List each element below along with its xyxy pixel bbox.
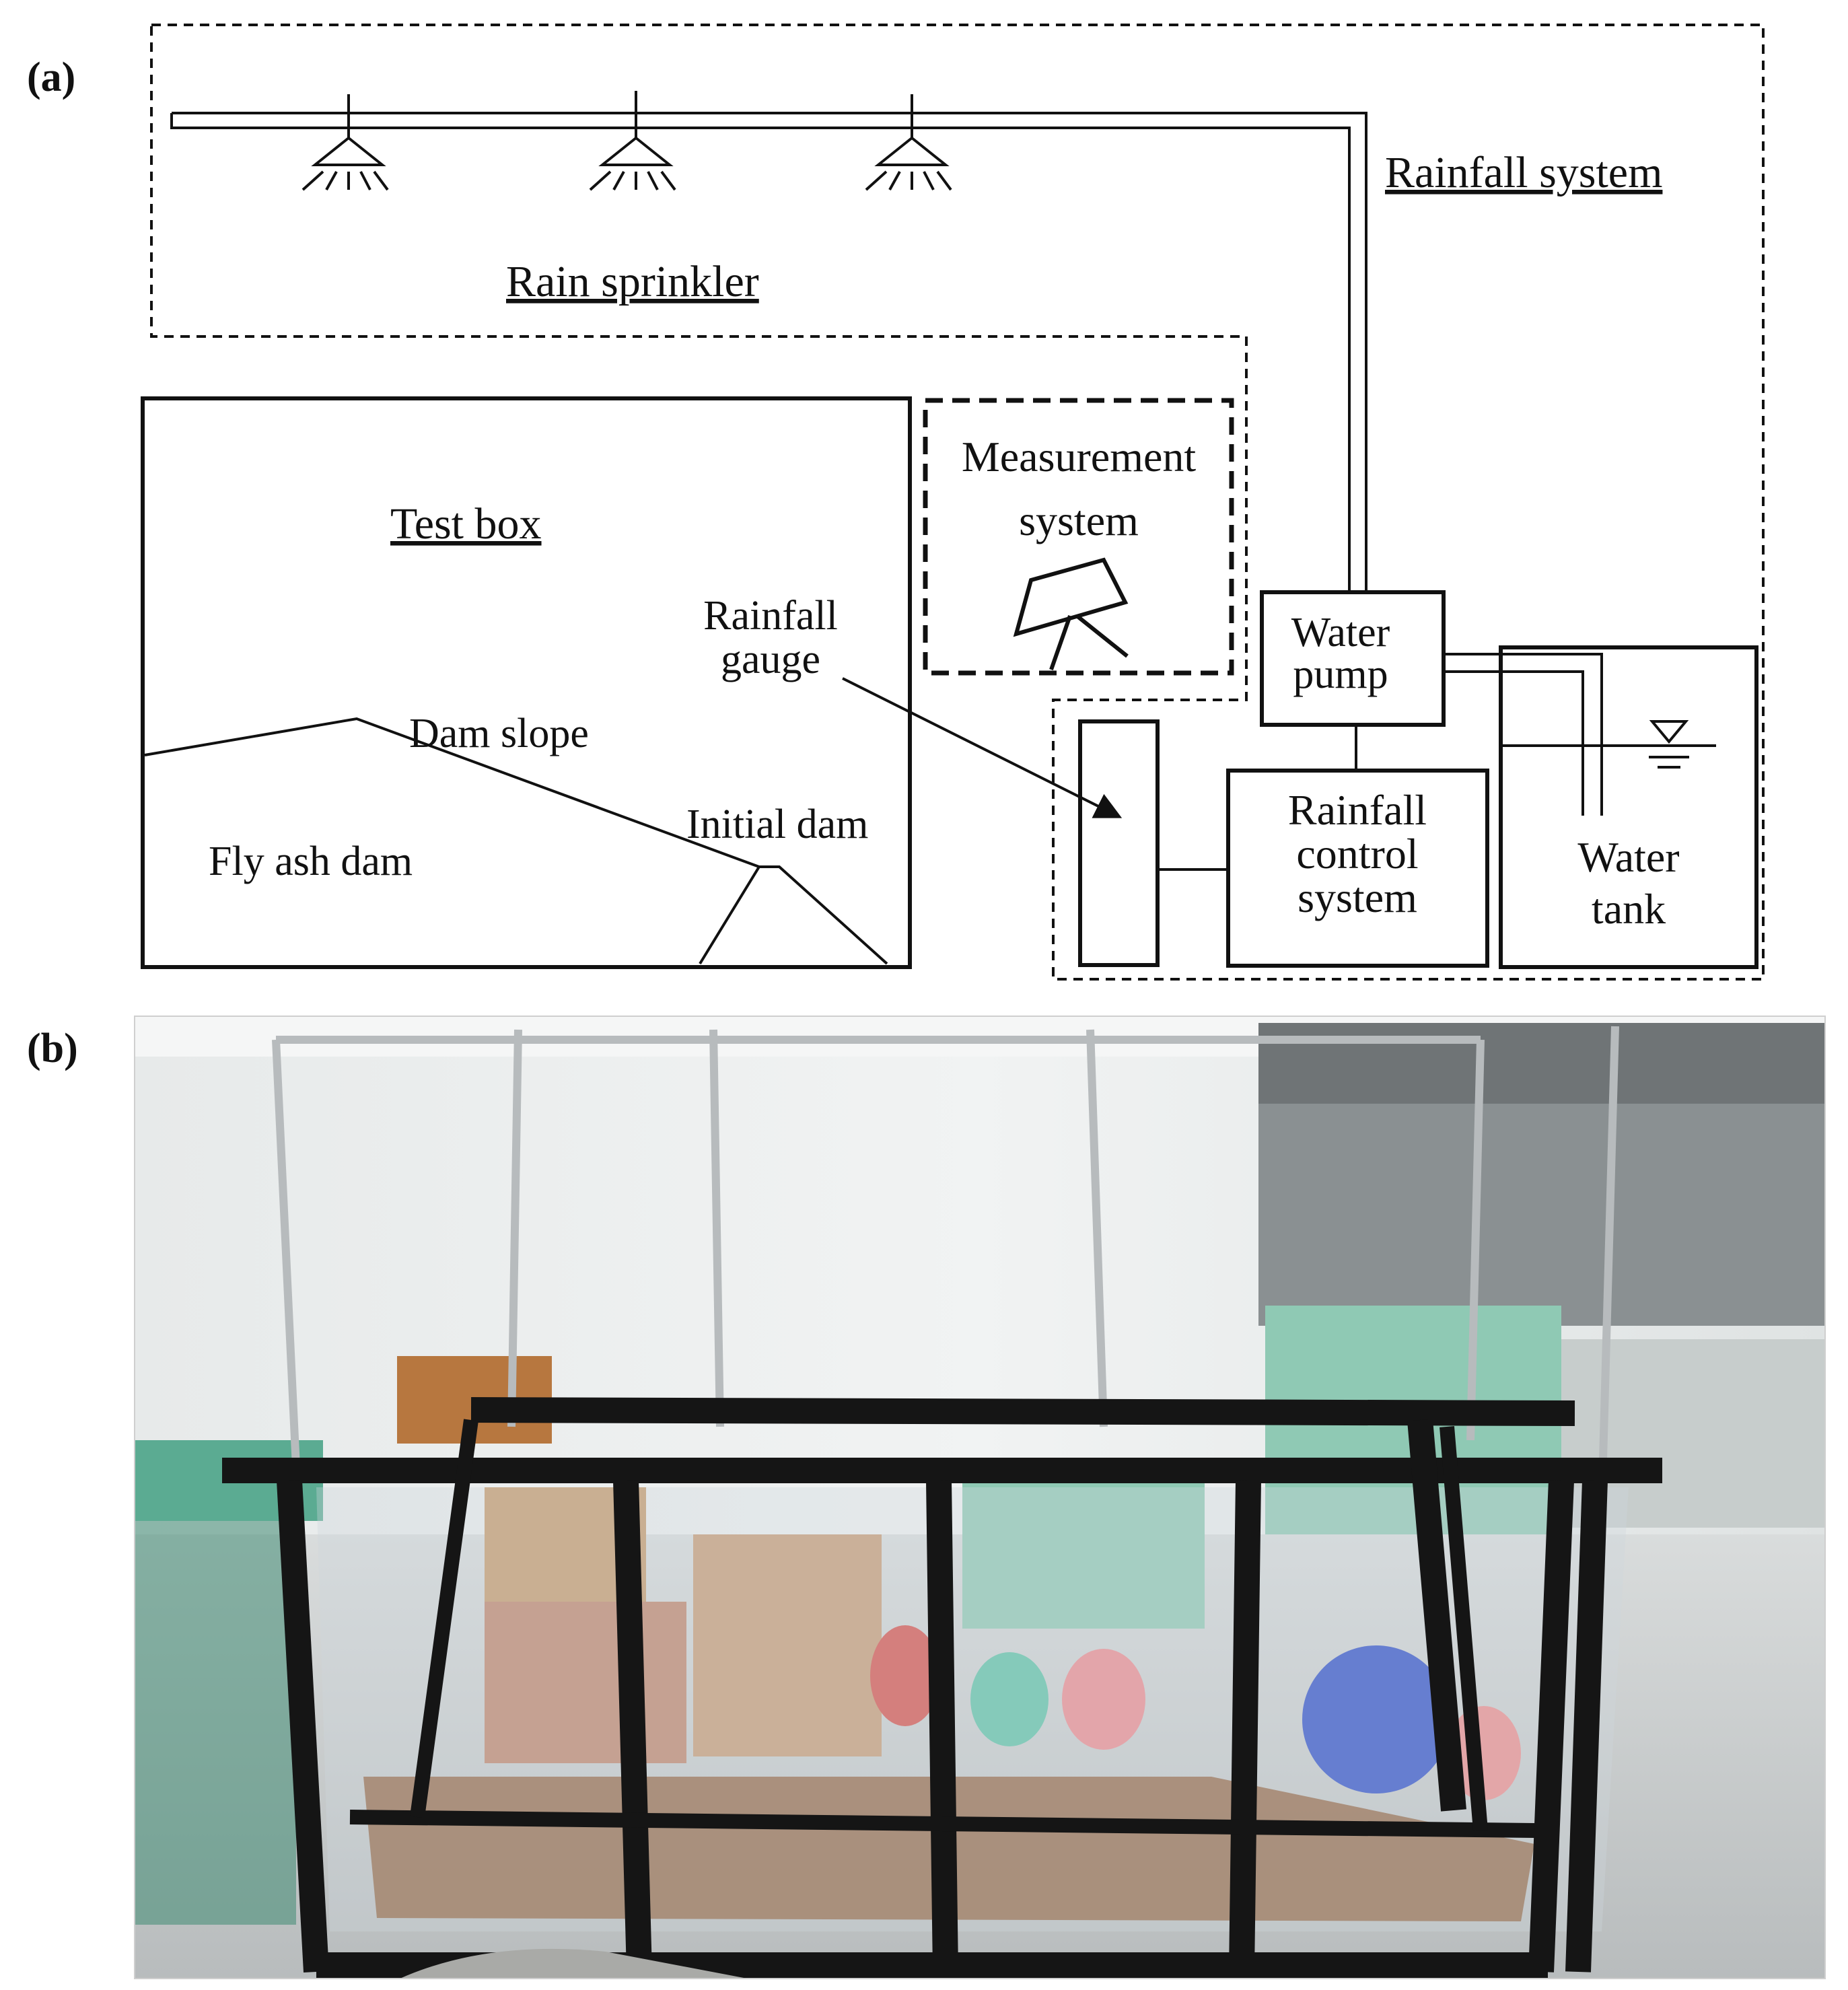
rainfall-system-boundary <box>150 24 1765 981</box>
measurement-label-1: Measurement <box>962 433 1197 481</box>
initial-dam-shape <box>699 865 888 965</box>
panel-b: (b) <box>27 1016 1826 1979</box>
rainfall-gauge-arrow <box>842 677 1123 818</box>
dam-slope-label: Dam slope <box>409 711 589 756</box>
sprinkler-head-3 <box>865 94 952 191</box>
rainfall-gauge-box <box>1078 719 1160 967</box>
water-pump-label-2: pump <box>1293 651 1388 697</box>
water-tank-box <box>1499 645 1758 969</box>
panel-a-label: (a) <box>27 55 75 100</box>
water-tank-label-1: Water <box>1577 833 1679 881</box>
test-box-label: Test box <box>390 499 542 548</box>
control-label-2: control <box>1296 830 1418 878</box>
rain-sprinkler-label: Rain sprinkler <box>506 257 759 306</box>
water-tank-label-2: tank <box>1592 885 1666 933</box>
lab-photo <box>134 1016 1826 1979</box>
panel-a: (a) Rainfall <box>27 24 1765 981</box>
panel-b-label: (b) <box>27 1026 78 1071</box>
sprinkler-head-1 <box>301 94 389 191</box>
rainfall-system-label: Rainfall system <box>1385 148 1662 197</box>
measurement-system-boundary <box>923 398 1234 676</box>
test-box <box>141 396 912 969</box>
measurement-label-2: system <box>1019 497 1139 544</box>
fly-ash-dam-label: Fly ash dam <box>209 839 413 884</box>
camera-icon <box>1013 557 1129 670</box>
water-pump-box <box>1260 590 1446 727</box>
control-label-3: system <box>1298 874 1417 921</box>
rainfall-gauge-label-2: gauge <box>721 637 820 682</box>
tank-pipe <box>1444 653 1603 816</box>
main-pipe <box>170 112 1367 592</box>
sprinkler-head-2 <box>589 91 676 191</box>
water-level-icon <box>1501 720 1716 769</box>
water-pump-label-1: Water <box>1291 610 1390 655</box>
initial-dam-label: Initial dam <box>686 802 868 847</box>
control-label-1: Rainfall <box>1288 786 1427 834</box>
rainfall-gauge-label-1: Rainfall <box>703 593 838 639</box>
